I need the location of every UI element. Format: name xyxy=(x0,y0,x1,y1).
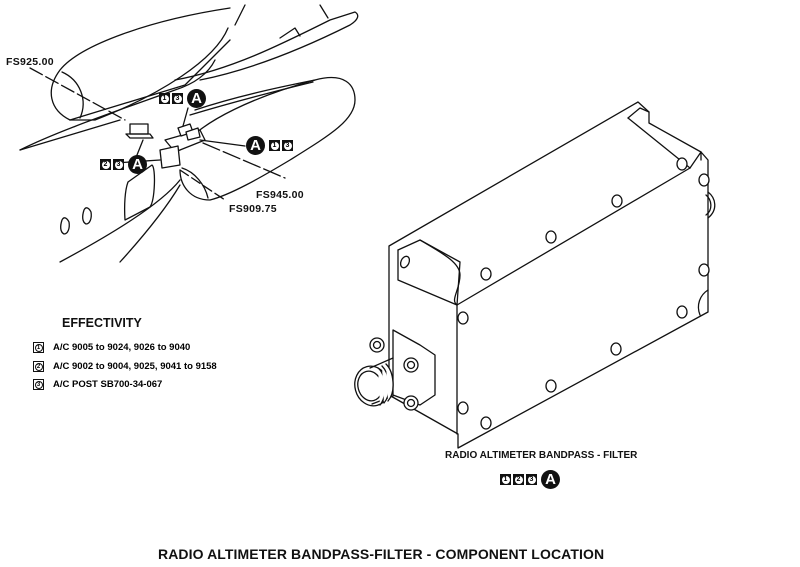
station-label-fs909: FS909.75 xyxy=(229,203,277,215)
station-label-fs945: FS945.00 xyxy=(256,189,304,201)
effectivity-text: A/C POST SB700-34-067 xyxy=(53,379,163,390)
figure-title: RADIO ALTIMETER BANDPASS-FILTER - COMPON… xyxy=(158,546,605,562)
effectivity-key-3: 3 xyxy=(113,159,124,170)
effectivity-key-icon: 2 xyxy=(33,361,44,372)
effectivity-key-icon: 1 xyxy=(33,342,44,353)
rf-connector xyxy=(354,357,394,407)
effectivity-title: EFFECTIVITY xyxy=(62,316,142,330)
window-2 xyxy=(82,207,92,225)
effectivity-text: A/C 9005 to 9024, 9026 to 9040 xyxy=(53,342,191,353)
wing xyxy=(174,11,359,81)
detail-a-marker: A xyxy=(541,470,560,489)
bolt-heads xyxy=(457,157,710,430)
detail-caption-callout: 1 2 3 A xyxy=(500,470,560,489)
detail-caption: RADIO ALTIMETER BANDPASS - FILTER xyxy=(445,450,638,461)
detail-callout-left[interactable]: 2 3 A xyxy=(100,155,147,174)
detail-callout-upper[interactable]: 1 3 A xyxy=(159,89,206,108)
detail-a-marker: A xyxy=(246,136,265,155)
detail-callout-right[interactable]: A 1 3 xyxy=(246,136,295,155)
aircraft-location-view xyxy=(19,4,359,263)
effectivity-key-1: 1 xyxy=(500,474,511,485)
effectivity-key-1: 1 xyxy=(269,140,280,151)
effectivity-item: 1 A/C 9005 to 9024, 9026 to 9040 xyxy=(33,342,190,353)
station-label-fs925: FS925.00 xyxy=(6,56,54,68)
left-engine-nacelle xyxy=(50,7,231,121)
effectivity-key-3: 3 xyxy=(172,93,183,104)
effectivity-key-2: 2 xyxy=(100,159,111,170)
detail-a-marker: A xyxy=(128,155,147,174)
effectivity-key-2: 2 xyxy=(513,474,524,485)
flange-screws xyxy=(369,337,419,411)
effectivity-key-icon: 3 xyxy=(33,379,44,390)
effectivity-item: 3 A/C POST SB700-34-067 xyxy=(33,379,162,390)
effectivity-text: A/C 9002 to 9004, 9025, 9041 to 9158 xyxy=(53,361,217,372)
fuselage xyxy=(19,119,121,151)
bandpass-filter-drawing xyxy=(354,101,716,449)
effectivity-item: 2 A/C 9002 to 9004, 9025, 9041 to 9158 xyxy=(33,361,217,372)
window-1 xyxy=(60,217,70,235)
cargo-door xyxy=(123,164,156,221)
effectivity-key-3: 3 xyxy=(282,140,293,151)
effectivity-key-1: 1 xyxy=(159,93,170,104)
filter-body-outline xyxy=(388,101,709,449)
right-engine-nacelle xyxy=(179,76,356,201)
effectivity-key-3: 3 xyxy=(526,474,537,485)
detail-a-marker: A xyxy=(187,89,206,108)
